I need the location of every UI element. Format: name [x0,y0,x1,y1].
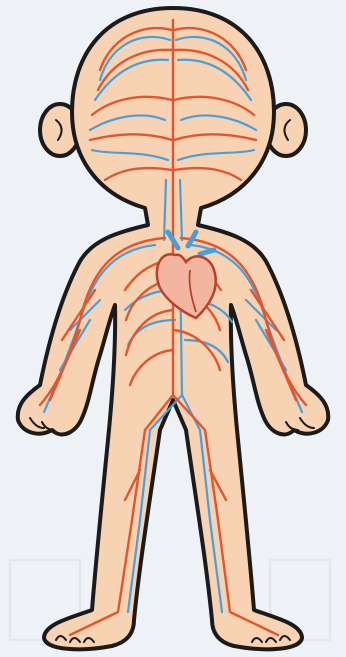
circulatory-figure [0,0,346,657]
diagram-stage [0,0,346,657]
